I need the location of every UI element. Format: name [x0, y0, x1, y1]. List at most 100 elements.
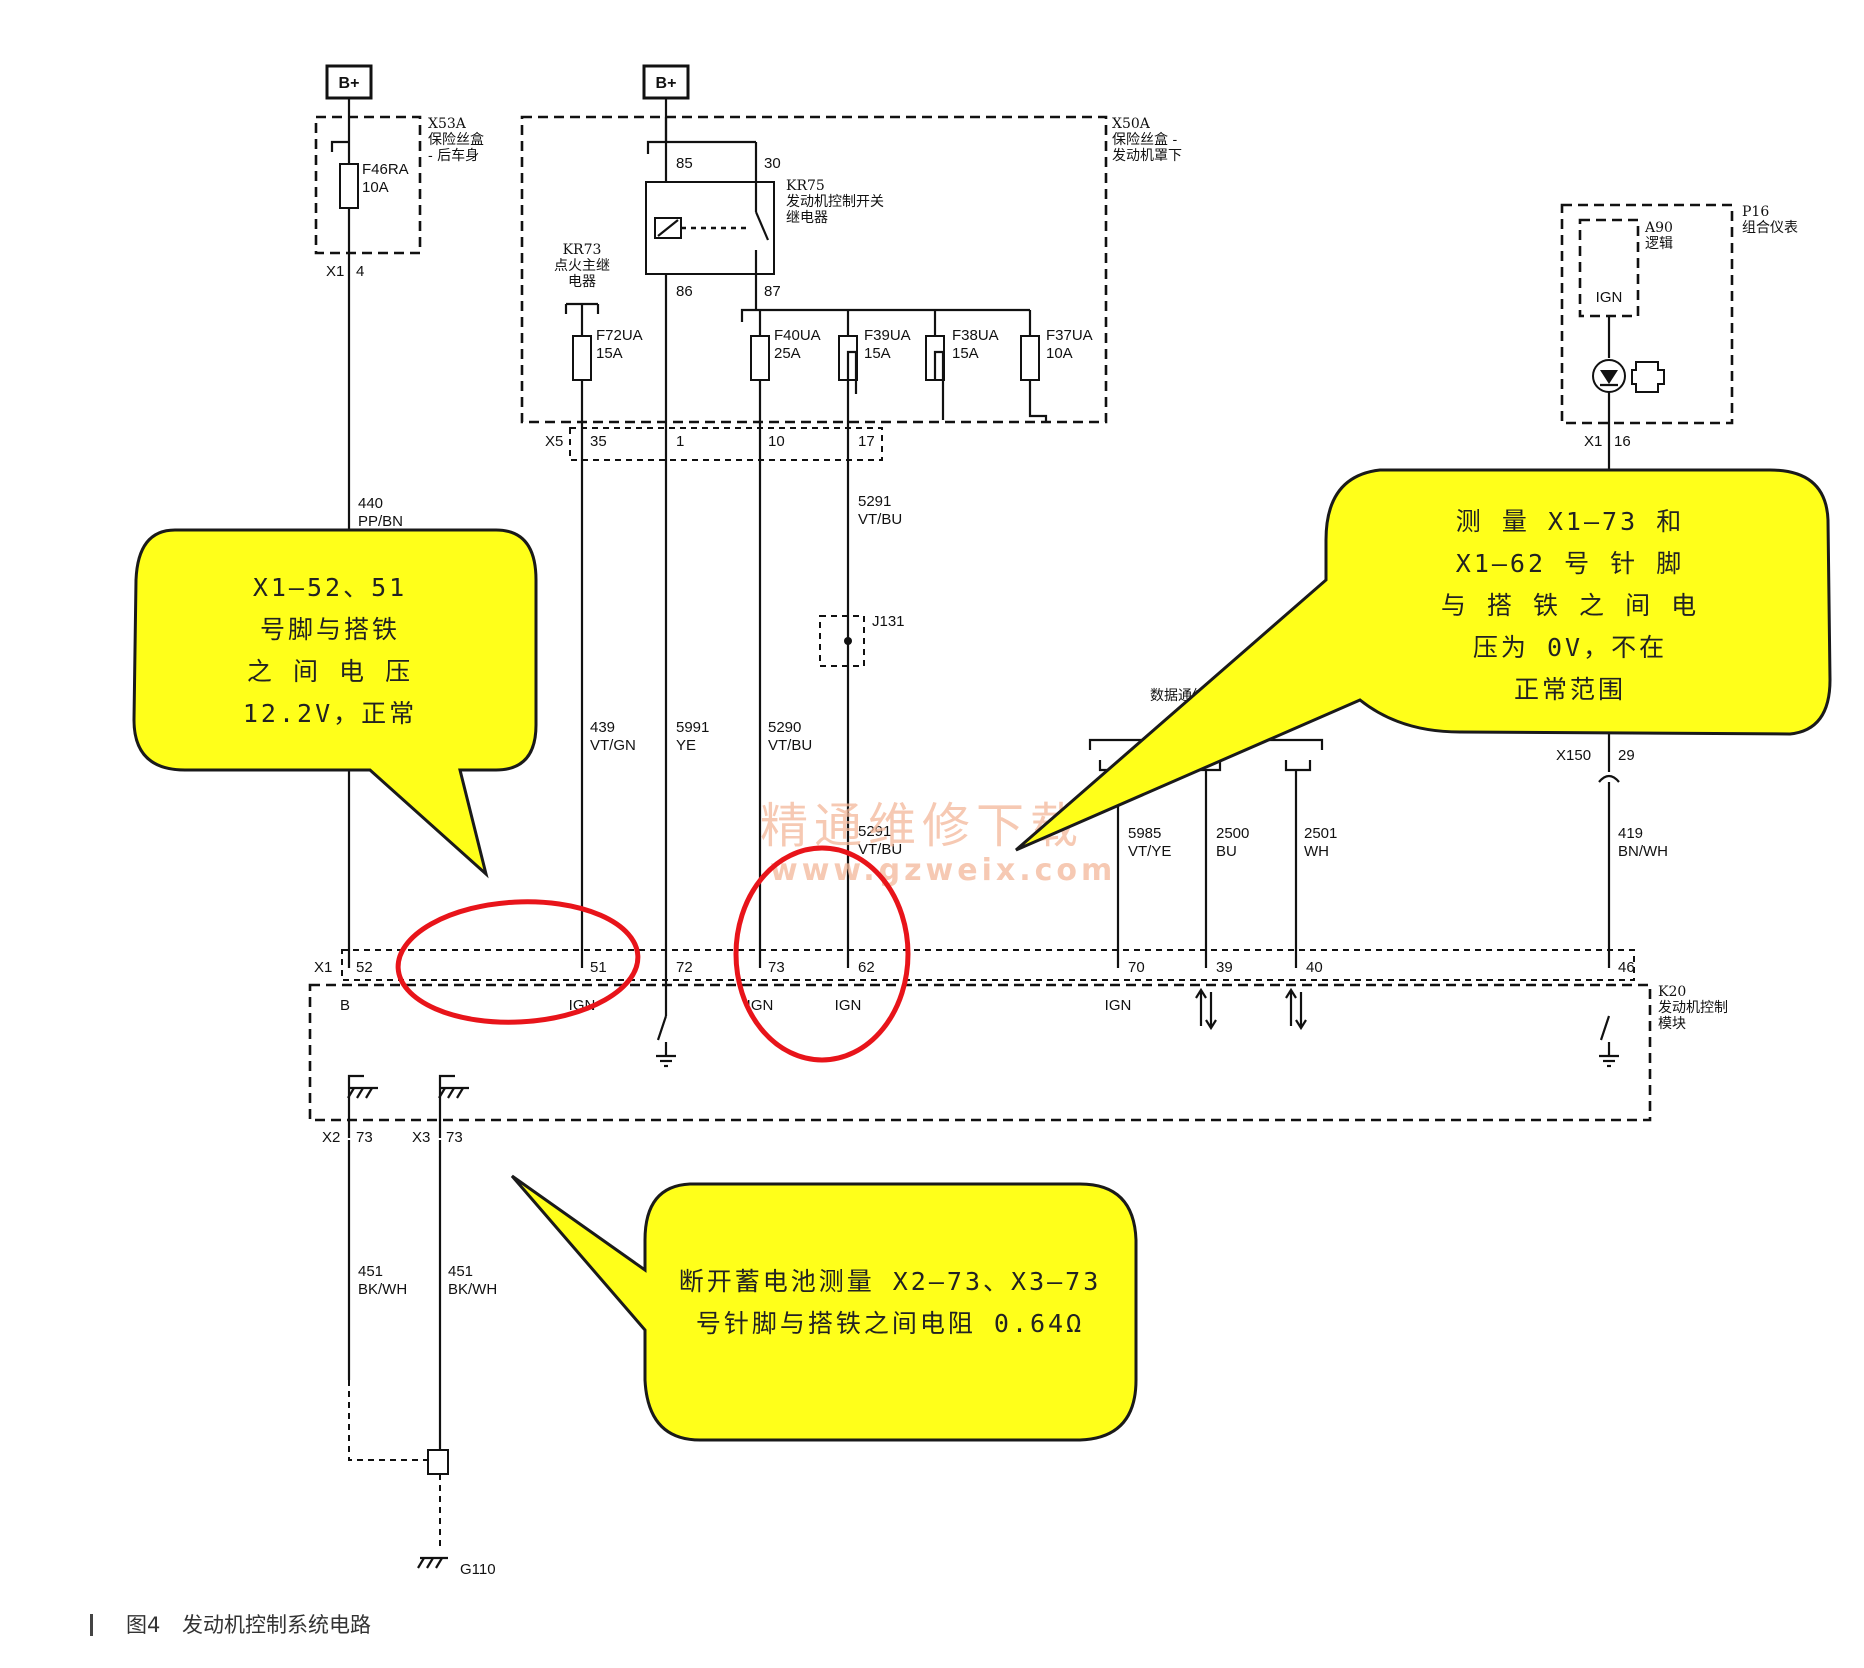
ecm-connector-label: X1 [314, 959, 332, 976]
connector-pin: 35 [590, 433, 607, 450]
wire-color: BN/WH [1618, 843, 1668, 860]
note-line: 与 搭 铁 之 间 电 [1441, 591, 1699, 620]
relay-id: KR73 [563, 242, 602, 258]
data-arrows-icon [1195, 987, 1307, 1031]
battery-label: B+ [339, 75, 360, 92]
callout-bottom: 断开蓄电池测量 X2—73、X3—73 号针脚与搭铁之间电阻 0.64Ω [510, 1174, 1138, 1442]
splice-j131: J131 [819, 613, 905, 667]
ecm-pin: 39 [1216, 959, 1233, 976]
wire-color: BK/WH [358, 1281, 407, 1298]
fuse-box-x53a: X53A 保险丝盒 - 后车身 F46RA 10A X1 4 [314, 98, 484, 280]
note-line: 号脚与搭铁 [260, 615, 400, 644]
highlight-circle-x1-52-51 [395, 899, 641, 1025]
wire-color: PP/BN [358, 513, 403, 530]
caption-figure-number: 图4 [126, 1613, 160, 1637]
wire-color: VT/BU [858, 841, 902, 858]
callout-left: X1—52、51 号脚与搭铁 之 间 电 压 12.2V，正常 [132, 528, 538, 879]
fuse-f40ua-name: F40UA [774, 327, 821, 344]
wire-circuit: 439 [590, 719, 615, 736]
wire-circuit: 5985 [1128, 825, 1161, 842]
wire-circuit: 440 [358, 495, 383, 512]
wire-color: VT/GN [590, 737, 636, 754]
callout-right: 测 量 X1—73 和 X1—62 号 针 脚 与 搭 铁 之 间 电 压为 0… [1015, 468, 1832, 852]
ecm-k20: X1 52 51 72 73 62 70 39 40 46 B IGN IGN … [308, 949, 1728, 1146]
ecm-pin: 72 [676, 959, 693, 976]
note-line: 断开蓄电池测量 X2—73、X3—73 [679, 1267, 1102, 1296]
fuse-box-location: - 后车身 [428, 147, 479, 164]
relay-name: 发动机控制开关 [786, 194, 884, 210]
note-line: 压为 0V，不在 [1473, 633, 1667, 662]
fuse-f46ra-name: F46RA [362, 161, 409, 178]
wire-color: WH [1304, 843, 1329, 860]
ground-pin: 73 [356, 1129, 373, 1146]
instrument-cluster-p16: A90 逻辑 IGN P16 组合仪表 X1 16 [1560, 203, 1798, 772]
ground-g110: G110 451 BK/WH 451 BK/WH [347, 1140, 497, 1578]
connector-pin: 1 [676, 433, 684, 450]
wire-circuit: 451 [358, 1263, 383, 1280]
relay-name-2: 继电器 [786, 210, 828, 226]
note-line: 12.2V，正常 [243, 699, 417, 728]
wire-circuit: 5290 [768, 719, 801, 736]
fuse-bus: F40UA 25A F39UA 15A F38UA 15A F37UA 10A [740, 274, 1093, 968]
relay-name: 点火主继 [554, 258, 610, 274]
relay-id: KR75 [786, 178, 825, 194]
wire-circuit: 419 [1618, 825, 1643, 842]
wire-circuit: 2500 [1216, 825, 1249, 842]
figure-caption: 图4 发动机控制系统电路 [90, 1613, 371, 1637]
ecm-pin: 51 [590, 959, 607, 976]
connector-label: X1 [326, 263, 344, 280]
note-line: 号针脚与搭铁之间电阻 0.64Ω [696, 1309, 1084, 1338]
splice-label: J131 [872, 613, 905, 630]
fuse-f38ua-name: F38UA [952, 327, 999, 344]
ecm-pin: 70 [1128, 959, 1145, 976]
ecm-name-2: 模块 [1658, 1016, 1686, 1032]
wire-color: VT/BU [768, 737, 812, 754]
wire-color: BU [1216, 843, 1237, 860]
relay-pin: 85 [676, 155, 693, 172]
note-line: 之 间 电 压 [247, 657, 413, 686]
connector-label: X5 [545, 433, 563, 450]
ign-label: IGN [1105, 997, 1132, 1014]
watermark-text: 精通维修下载 [760, 798, 1084, 854]
relay-kr73: KR73 点火主继 电器 F72UA 15A [554, 242, 643, 968]
cluster-name: 组合仪表 [1742, 220, 1798, 236]
wire-color: BK/WH [448, 1281, 497, 1298]
logic-id: A90 [1644, 220, 1673, 236]
ecm-pin: 62 [858, 959, 875, 976]
relay-kr75: 85 30 86 87 KR75 发动机控制开关 继电器 [645, 98, 884, 300]
note-line: X1—62 号 针 脚 [1456, 549, 1684, 578]
fuse-f40ua-rating: 25A [774, 345, 801, 362]
ign-label: IGN [1596, 289, 1623, 306]
ecm-pin: 46 [1618, 959, 1635, 976]
relay-pin: 30 [764, 155, 781, 172]
ecm-pin: 73 [768, 959, 785, 976]
wire-circuit: 2501 [1304, 825, 1337, 842]
fuse-box-name: 保险丝盒 [428, 131, 484, 148]
fuse-f72ua-rating: 15A [596, 345, 623, 362]
wire-color: VT/BU [858, 511, 902, 528]
ecm-id: K20 [1658, 984, 1686, 1000]
battery-label: B+ [656, 75, 677, 92]
fuse-box-location: 发动机罩下 [1112, 148, 1182, 164]
fuse-f39ua-rating: 15A [864, 345, 891, 362]
ground-label: G110 [460, 1561, 496, 1578]
relay-pin: 87 [764, 283, 781, 300]
ecm-name: 发动机控制 [1658, 1000, 1728, 1016]
fuse-f72ua-name: F72UA [596, 327, 643, 344]
relay-pin: 86 [676, 283, 693, 300]
connector-pin: 17 [858, 433, 875, 450]
ecm-pin: 52 [356, 959, 373, 976]
logic-name: 逻辑 [1645, 236, 1673, 252]
connector-pin: 10 [768, 433, 785, 450]
ecm-battery-input: B [340, 997, 350, 1014]
wire-circuit: 451 [448, 1263, 473, 1280]
cluster-id: P16 [1742, 204, 1769, 220]
note-line: X1—52、51 [253, 573, 407, 602]
fuse-box-id: X50A [1112, 116, 1151, 132]
fuse-box-id: X53A [428, 116, 467, 132]
battery-b-plus-left: B+ [325, 64, 373, 100]
ground-connector: X3 [412, 1129, 430, 1146]
highlight-circle-x1-73-62 [733, 845, 911, 1063]
wire-color: YE [676, 737, 696, 754]
